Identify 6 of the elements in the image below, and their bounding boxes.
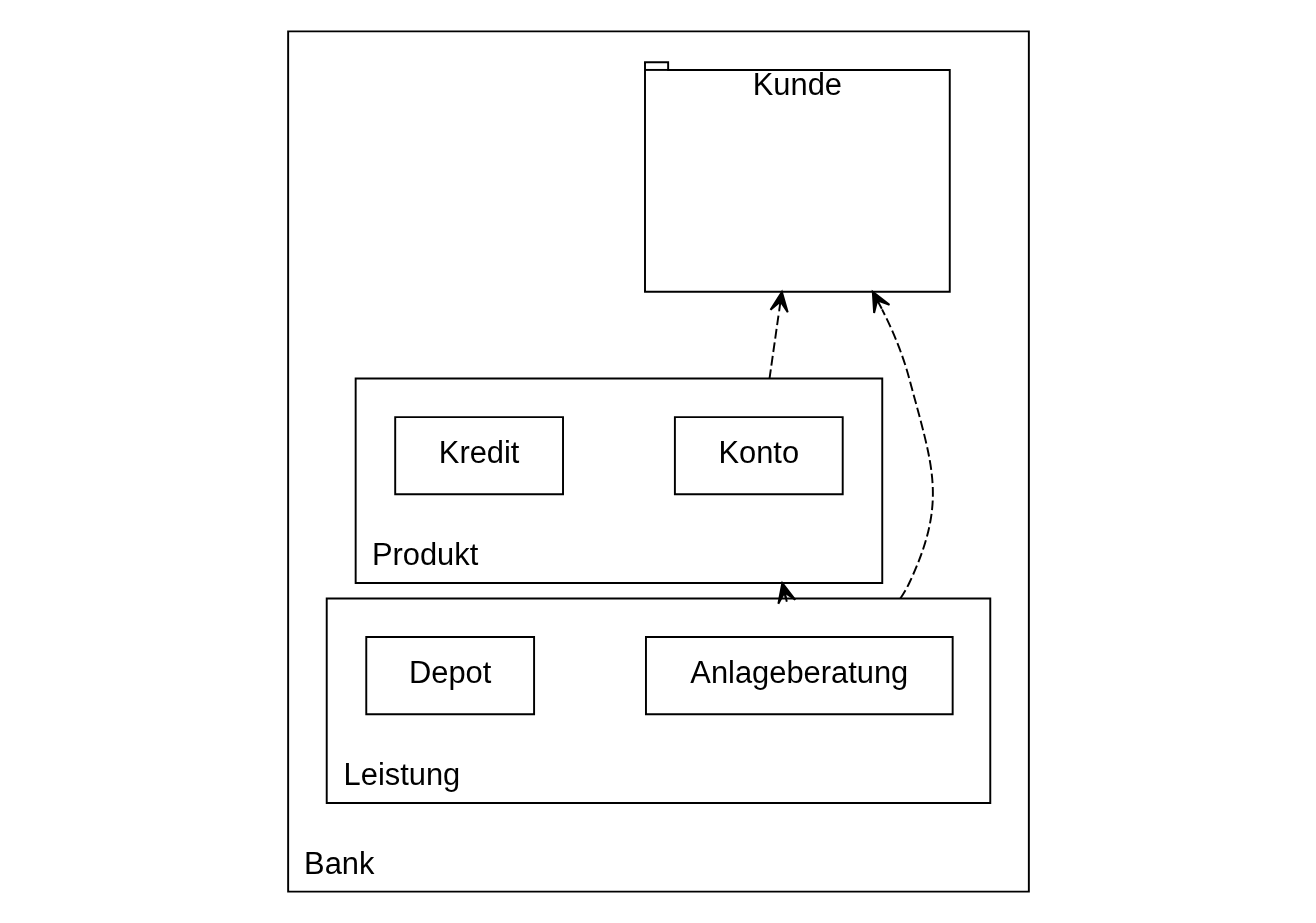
arrow [768,290,789,380]
node-box: Kredit [393,416,564,496]
node-box: Anlageberatung [644,636,954,716]
arrow [871,290,934,600]
node-box: Depot [364,636,535,716]
node-box: Konto [673,416,844,496]
